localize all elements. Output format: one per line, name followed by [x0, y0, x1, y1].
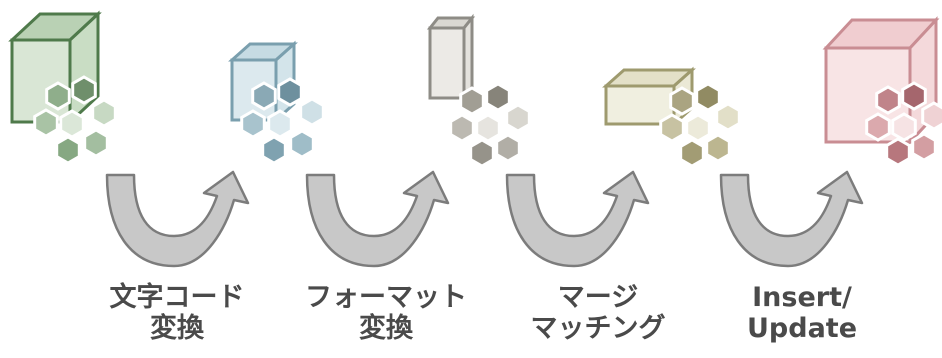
transition-arrow-1 [105, 170, 250, 268]
step-label-line1: 文字コード [109, 282, 245, 313]
step-label-merge-matching: マージ マッチング [498, 282, 698, 344]
merge-data-bar [426, 13, 476, 103]
step-label-line2: 変換 [359, 313, 413, 344]
hex-cluster-blue [240, 77, 325, 165]
step-label-line1: マージ [557, 282, 639, 313]
hex-cluster-grey [449, 82, 531, 168]
step-label-line2: Update [746, 313, 858, 344]
step-label-insert-update: Insert/ Update [712, 282, 892, 344]
step-label-character-encoding: 文字コード 変換 [92, 282, 262, 344]
step-label-line2: マッチング [530, 313, 666, 344]
step-label-format-conversion: フォーマット 変換 [296, 282, 476, 344]
hex-cluster-olive [659, 82, 741, 168]
hex-cluster-green [33, 75, 117, 165]
step-label-line1: フォーマット [305, 282, 467, 313]
step-label-line1: Insert/ [752, 282, 852, 313]
transition-arrow-3 [505, 170, 650, 268]
transition-arrow-4 [719, 170, 864, 268]
step-label-line2: 変換 [150, 313, 204, 344]
transition-arrow-2 [305, 170, 450, 268]
